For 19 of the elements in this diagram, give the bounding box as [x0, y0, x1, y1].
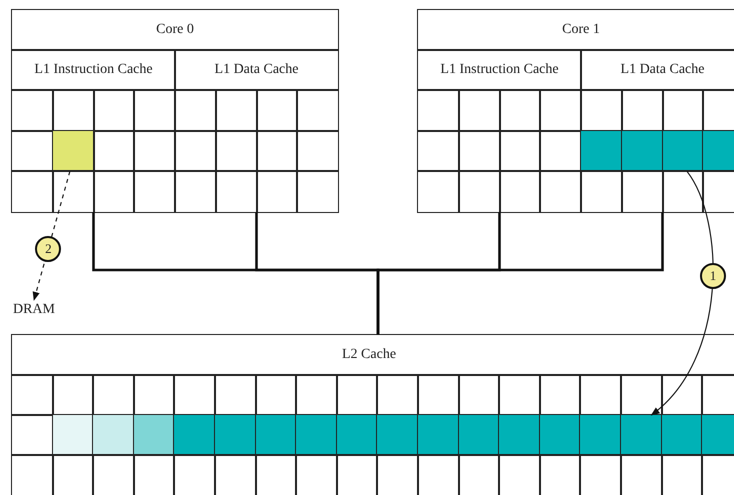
l2-cache-box [12, 335, 734, 495]
core-box [418, 10, 734, 212]
cache-box [12, 50, 175, 212]
arrow [650, 171, 714, 416]
cache-box [175, 50, 338, 212]
step-number: 2 [35, 236, 62, 262]
core-box [12, 10, 338, 212]
cache-box [581, 50, 734, 212]
step-number: 1 [700, 263, 726, 290]
cache-label: L1 Data Cache [581, 50, 734, 90]
cache-label: L1 Instruction Cache [12, 50, 175, 90]
cache-label: L1 Instruction Cache [418, 50, 581, 90]
cache-label: L1 Data Cache [175, 50, 338, 90]
core-label: Core 1 [418, 10, 734, 50]
cache-label: L2 Cache [12, 335, 734, 375]
core-label: Core 0 [12, 10, 338, 50]
memory-label: DRAM [6, 300, 62, 320]
bus-line [376, 212, 664, 335]
cache-box [418, 50, 581, 212]
